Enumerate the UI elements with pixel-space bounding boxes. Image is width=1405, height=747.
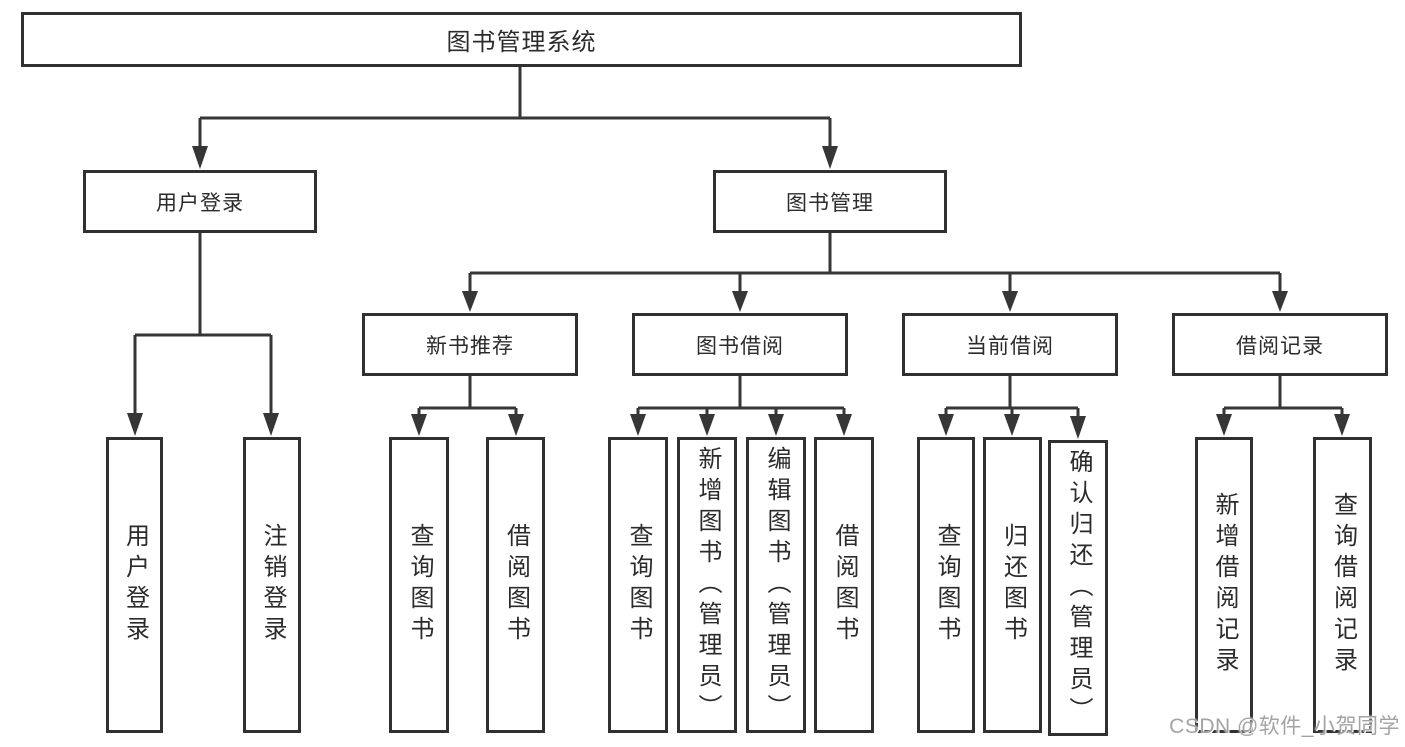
node-book-borrowing: 图书借阅 [632, 313, 848, 376]
leaf-label: 查询图书 [625, 523, 652, 647]
leaf-label: 新增借阅记录 [1211, 492, 1238, 678]
leaf-label: 查询图书 [406, 523, 433, 647]
leaf-user-login: 用户登录 [106, 437, 163, 733]
leaf-user-logout: 注销登录 [243, 437, 301, 733]
leaf-query-borrow-record: 查询借阅记录 [1313, 437, 1372, 733]
leaf-label: 查询借阅记录 [1329, 492, 1357, 678]
leaf-label: 用户登录 [121, 523, 149, 647]
leaf-label: 新增图书（管理员） [694, 445, 721, 725]
node-borrowing-records: 借阅记录 [1172, 313, 1388, 376]
leaf-edit-books-admin: 编辑图书（管理员） [746, 437, 806, 733]
leaf-label: 借阅图书 [831, 523, 858, 647]
leaf-query-books-current: 查询图书 [917, 437, 975, 733]
node-root-library-system: 图书管理系统 [21, 12, 1022, 67]
leaf-label: 确认归还（管理员） [1065, 448, 1092, 728]
node-user-login: 用户登录 [83, 170, 317, 233]
leaf-query-books-newrec: 查询图书 [389, 437, 449, 733]
leaf-confirm-return-admin: 确认归还（管理员） [1048, 440, 1108, 736]
leaf-label: 归还图书 [999, 523, 1027, 647]
leaf-add-borrow-record: 新增借阅记录 [1195, 437, 1253, 733]
csdn-watermark: CSDN @软件_小贺同学 [1169, 715, 1400, 738]
leaf-label: 查询图书 [933, 523, 960, 647]
leaf-label: 编辑图书（管理员） [763, 445, 790, 725]
leaf-borrow-books: 借阅图书 [814, 437, 874, 733]
leaf-query-books-borrow: 查询图书 [608, 437, 668, 733]
node-current-borrowing: 当前借阅 [902, 313, 1118, 376]
leaf-borrow-books-newrec: 借阅图书 [486, 437, 545, 733]
node-new-book-recommendation: 新书推荐 [362, 313, 578, 376]
leaf-return-books: 归还图书 [983, 437, 1042, 733]
node-book-management: 图书管理 [713, 170, 947, 233]
leaf-label: 注销登录 [259, 523, 286, 647]
leaf-label: 借阅图书 [502, 523, 530, 647]
leaf-add-books-admin: 新增图书（管理员） [677, 437, 737, 733]
